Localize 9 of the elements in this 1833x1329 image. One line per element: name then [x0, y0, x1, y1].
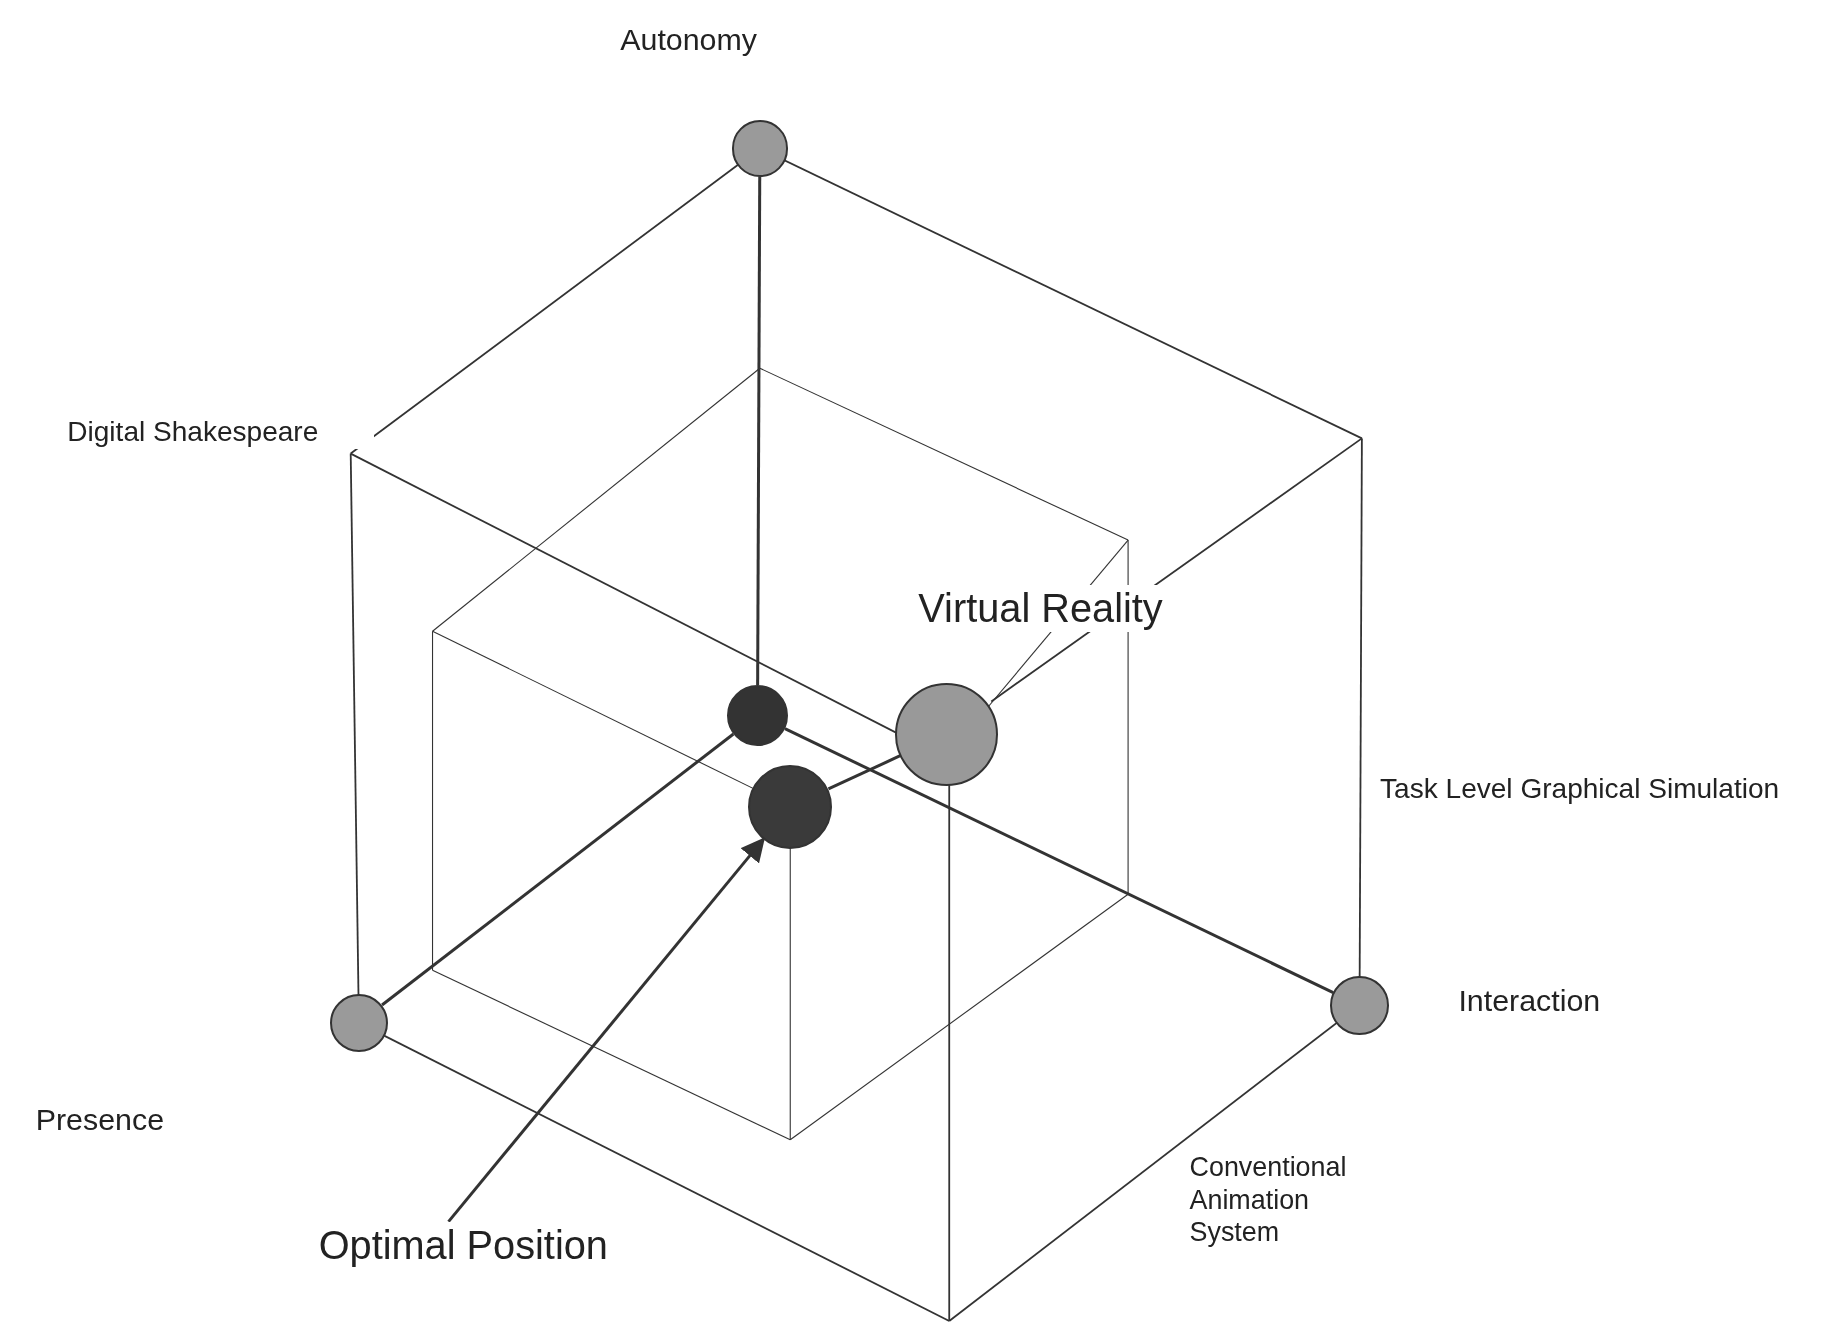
arrow [447, 837, 765, 1223]
circle-marker [731, 120, 788, 177]
connector-line [784, 727, 1334, 994]
connector-line [756, 176, 762, 686]
connector-line [827, 754, 901, 791]
circle-marker [1330, 976, 1389, 1035]
axis-label: Virtual Reality [915, 584, 1166, 633]
connector-line [381, 732, 735, 1007]
circle-marker [727, 685, 788, 746]
